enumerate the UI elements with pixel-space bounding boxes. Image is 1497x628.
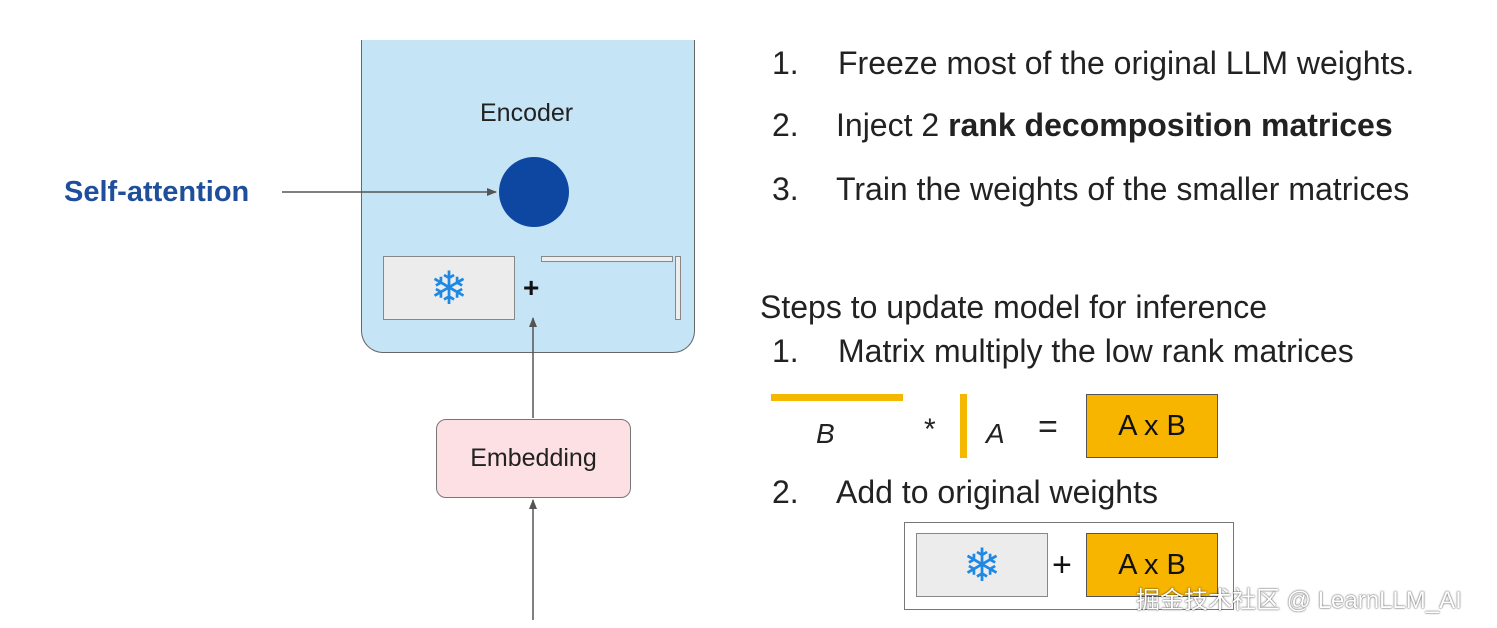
self-attention-node [499,157,569,227]
multiply-sign: * [924,413,936,446]
inference-heading: Steps to update model for inference [760,289,1267,325]
watermark: 掘金技术社区 @ LearnLLM_AI [1136,587,1462,614]
inference-step-1: 1. Matrix multiply the low rank matrices [772,333,1472,373]
equals-sign: = [1038,408,1058,446]
step-2-text: Inject 2 rank decomposition matrices [836,107,1393,144]
snowflake-icon: ❄ [429,261,469,315]
step-3-number: 3. [772,171,799,207]
original-weights-matrix: ❄ [916,533,1048,597]
matrix-b-bar [771,394,903,401]
snowflake-icon: ❄ [962,538,1002,592]
added-product-matrix: A x B [1086,533,1218,597]
step-2: 2. Inject 2 rank decomposition matrices [772,107,1472,147]
embedding-label: Embedding [470,444,597,472]
product-matrix: A x B [1086,394,1218,458]
matrix-a-label: A [986,418,1005,449]
inference-step-2: 2. Add to original weights [772,474,1472,514]
matrix-b-label: B [816,418,835,449]
add-plus-sign: + [1052,546,1072,584]
step-2-text-bold: rank decomposition matrices [948,107,1393,143]
added-product-label: A x B [1118,548,1186,581]
step-3-text: Train the weights of the smaller matrice… [836,171,1410,207]
step-2-number: 2. [772,107,799,143]
inference-step-1-number: 1. [772,333,799,369]
step-3: 3. Train the weights of the smaller matr… [772,171,1472,211]
step-1-number: 1. [772,45,799,81]
lora-matrix-b [541,256,673,262]
self-attention-label: Self-attention [64,176,250,208]
inference-step-2-number: 2. [772,474,799,510]
inference-step-2-text: Add to original weights [836,474,1158,510]
plus-sign: + [523,272,540,303]
lora-matrix-a [675,256,681,320]
encoder-label: Encoder [480,99,574,127]
frozen-weights-matrix: ❄ [383,256,515,320]
inference-step-1-text: Matrix multiply the low rank matrices [838,333,1354,369]
step-2-text-pre: Inject 2 [836,107,949,143]
product-matrix-label: A x B [1118,409,1186,442]
step-1: 1. Freeze most of the original LLM weigh… [772,45,1472,85]
matrix-a-bar [960,394,967,458]
embedding-block: Embedding [436,419,631,498]
step-1-text: Freeze most of the original LLM weights. [838,45,1415,81]
